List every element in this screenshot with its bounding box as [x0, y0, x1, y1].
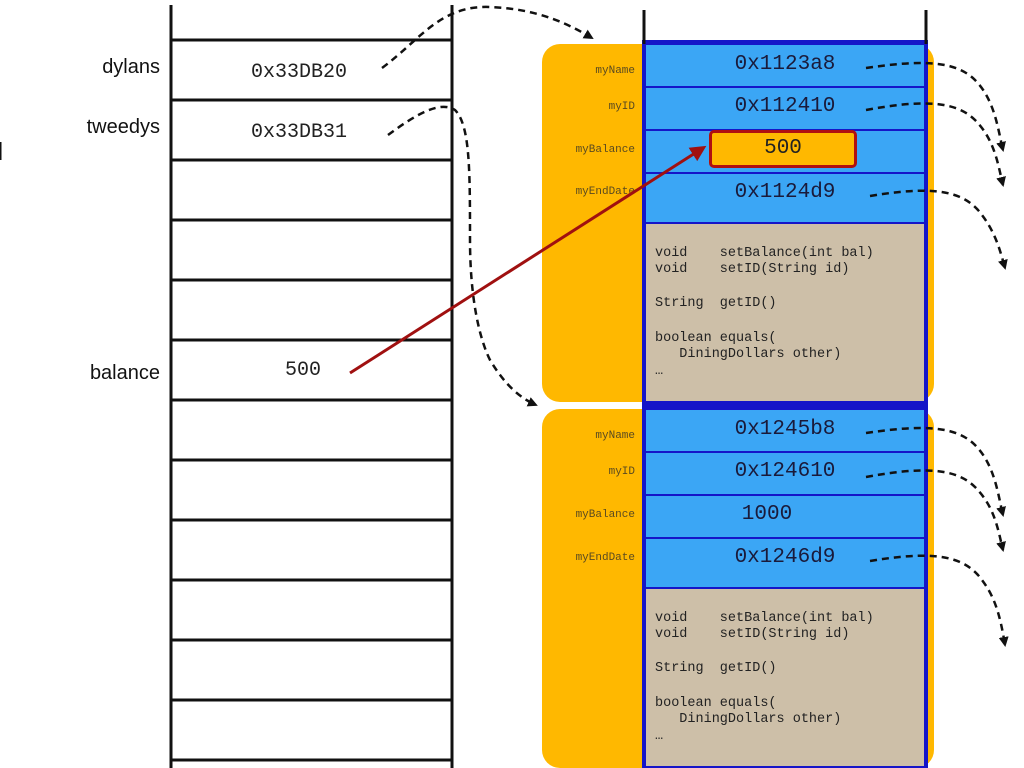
- obj1-method-setID: void setID(String id): [655, 262, 850, 277]
- obj1-myID-out-arrow: [865, 102, 1006, 187]
- obj2-method-ellipsis: …: [655, 729, 664, 744]
- stack-value-balance: 500: [285, 359, 322, 382]
- obj1-fieldname-myID: myID: [608, 101, 635, 113]
- obj2-fieldname-myID: myID: [608, 466, 635, 478]
- obj1-value-myName: 0x1123a8: [734, 53, 836, 76]
- stack-value-tweedys: 0x33DB31: [251, 121, 348, 144]
- obj1-fieldname-myBalance: myBalance: [575, 144, 635, 156]
- obj2-fieldname-myBalance: myBalance: [575, 509, 635, 521]
- obj2-method-equals-param: DiningDollars other): [655, 712, 842, 727]
- object-2-methods-area: [643, 587, 927, 768]
- obj2-method-setBalance: void setBalance(int bal): [655, 611, 874, 626]
- obj1-value-myBalance: 500: [709, 130, 857, 168]
- obj1-fieldname-myName: myName: [595, 65, 635, 77]
- stack-label-dylans: dylans: [102, 56, 160, 78]
- obj1-method-equals-param: DiningDollars other): [655, 347, 842, 362]
- obj1-method-ellipsis: …: [655, 364, 664, 379]
- obj2-fieldname-myEndDate: myEndDate: [575, 552, 635, 564]
- obj1-myName-out-arrow: [865, 61, 1006, 152]
- obj1-myEndDate-out-arrow: [869, 189, 1008, 270]
- obj2-method-setID: void setID(String id): [655, 627, 850, 642]
- dylans-reference-arrow: [381, 5, 594, 70]
- stack-value-dylans: 0x33DB20: [251, 61, 348, 84]
- tweedys-reference-arrow: [387, 105, 538, 407]
- obj1-method-setBalance: void setBalance(int bal): [655, 246, 874, 261]
- obj2-method-equals: boolean equals(: [655, 696, 777, 711]
- obj1-value-myEndDate: 0x1124d9: [734, 181, 836, 204]
- obj1-method-equals: boolean equals(: [655, 331, 777, 346]
- obj2-method-getID: String getID(): [655, 661, 777, 676]
- obj2-value-myEndDate: 0x1246d9: [734, 546, 836, 569]
- object-2-border: [642, 405, 928, 768]
- obj2-myName-out-arrow: [865, 426, 1006, 517]
- obj2-value-myBalance: 1000: [741, 503, 793, 526]
- obj1-fieldname-myEndDate: myEndDate: [575, 186, 635, 198]
- obj1-value-myID: 0x112410: [734, 95, 836, 118]
- obj2-value-myName: 0x1245b8: [734, 418, 836, 441]
- obj2-fieldname-myName: myName: [595, 430, 635, 442]
- obj2-myEndDate-out-arrow: [869, 554, 1009, 647]
- stack-row-dividers: [171, 38, 452, 762]
- stack-label-balance: balance: [89, 362, 160, 384]
- obj1-method-getID: String getID(): [655, 296, 777, 311]
- heap-object-2: [542, 405, 934, 768]
- obj2-value-myID: 0x124610: [734, 460, 836, 483]
- stack-column: [169, 5, 454, 768]
- obj2-myID-out-arrow: [865, 469, 1006, 552]
- stack-label-tweedys: tweedys: [86, 116, 160, 138]
